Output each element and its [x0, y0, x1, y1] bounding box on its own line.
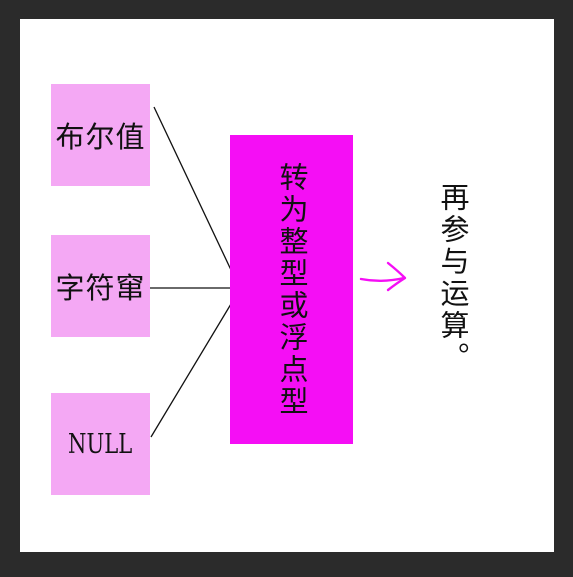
diagram-canvas: 布尔值 字符窜 NULL 转为整型或浮点型 再参与运算。 [20, 19, 554, 552]
arrow-icon [359, 261, 407, 292]
input-boolean-label: 布尔值 [55, 120, 146, 154]
connector-lines [150, 106, 407, 438]
input-boolean: 布尔值 [51, 84, 150, 186]
input-string-label: 字符窜 [55, 271, 146, 305]
input-string: 字符窜 [51, 235, 150, 337]
converter-box: 转为整型或浮点型 [230, 135, 353, 444]
connector-null [150, 288, 241, 438]
connector-boolean [153, 106, 241, 290]
result-label: 再参与运算。 [436, 182, 470, 374]
input-null-label: NULL [68, 428, 133, 460]
converter-label: 转为整型或浮点型 [275, 161, 309, 418]
input-null: NULL [51, 393, 150, 495]
